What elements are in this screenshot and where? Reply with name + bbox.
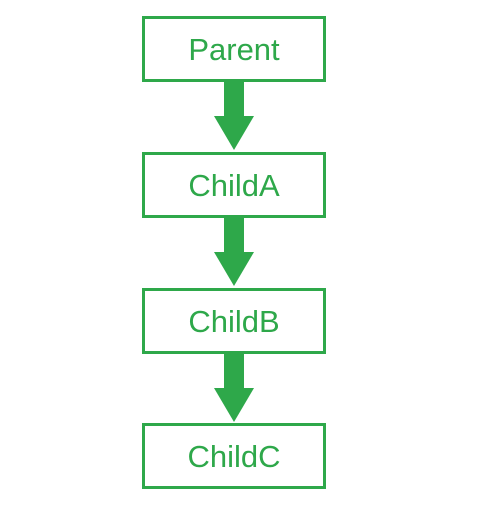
node-childb: ChildB [142,288,326,354]
node-childa: ChildA [142,152,326,218]
node-parent-label: Parent [188,31,280,67]
node-childb-label: ChildB [188,303,280,339]
node-childa-label: ChildA [188,167,280,203]
arrow-parent-to-childa [214,82,254,150]
arrow-childa-to-childb [214,218,254,286]
arrow-childb-to-childc [214,354,254,422]
node-parent: Parent [142,16,326,82]
node-childc-label: ChildC [187,438,281,474]
node-childc: ChildC [142,423,326,489]
